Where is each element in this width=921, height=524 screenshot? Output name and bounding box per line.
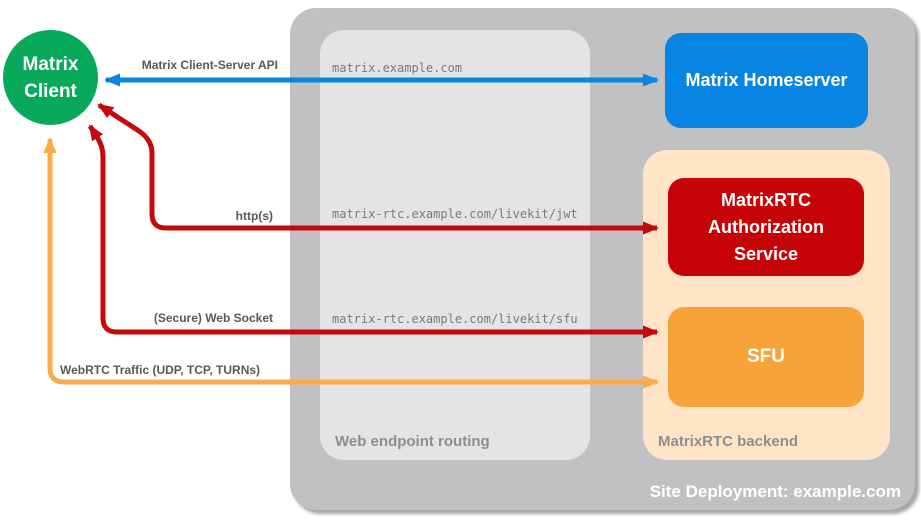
auth-service-node: MatrixRTC Authorization Service (668, 178, 864, 276)
endpoint-livekit-sfu: matrix-rtc.example.com/livekit/sfu (332, 312, 578, 326)
webrtc-traffic-arrow-label: WebRTC Traffic (UDP, TCP, TURNs) (60, 363, 261, 377)
web-endpoint-routing-panel: matrix.example.com matrix-rtc.example.co… (320, 30, 590, 460)
sfu-node: SFU (668, 307, 864, 407)
site-deployment-label: Site Deployment: example.com (649, 482, 901, 501)
matrix-client-node: Matrix Client (3, 30, 98, 125)
endpoint-livekit-jwt: matrix-rtc.example.com/livekit/jwt (332, 207, 578, 221)
matrixrtc-backend-panel: MatrixRTC Authorization Service SFU Matr… (643, 150, 890, 460)
matrix-client-label: Matrix Client (22, 53, 79, 102)
http-arrow-label: http(s) (235, 209, 273, 223)
auth-service-label: MatrixRTC Authorization Service (708, 189, 824, 264)
sfu-label: SFU (747, 346, 785, 367)
matrix-homeserver-label: Matrix Homeserver (685, 70, 848, 90)
backend-panel-label: MatrixRTC backend (658, 433, 799, 450)
websocket-arrow-label: (Secure) Web Socket (153, 311, 273, 325)
site-deployment-container: matrix.example.com matrix-rtc.example.co… (290, 8, 915, 510)
endpoint-matrix-example: matrix.example.com (332, 61, 463, 75)
routing-panel-label: Web endpoint routing (335, 433, 490, 450)
client-server-api-arrow-label: Matrix Client-Server API (141, 58, 278, 72)
matrix-homeserver-node: Matrix Homeserver (665, 33, 868, 128)
